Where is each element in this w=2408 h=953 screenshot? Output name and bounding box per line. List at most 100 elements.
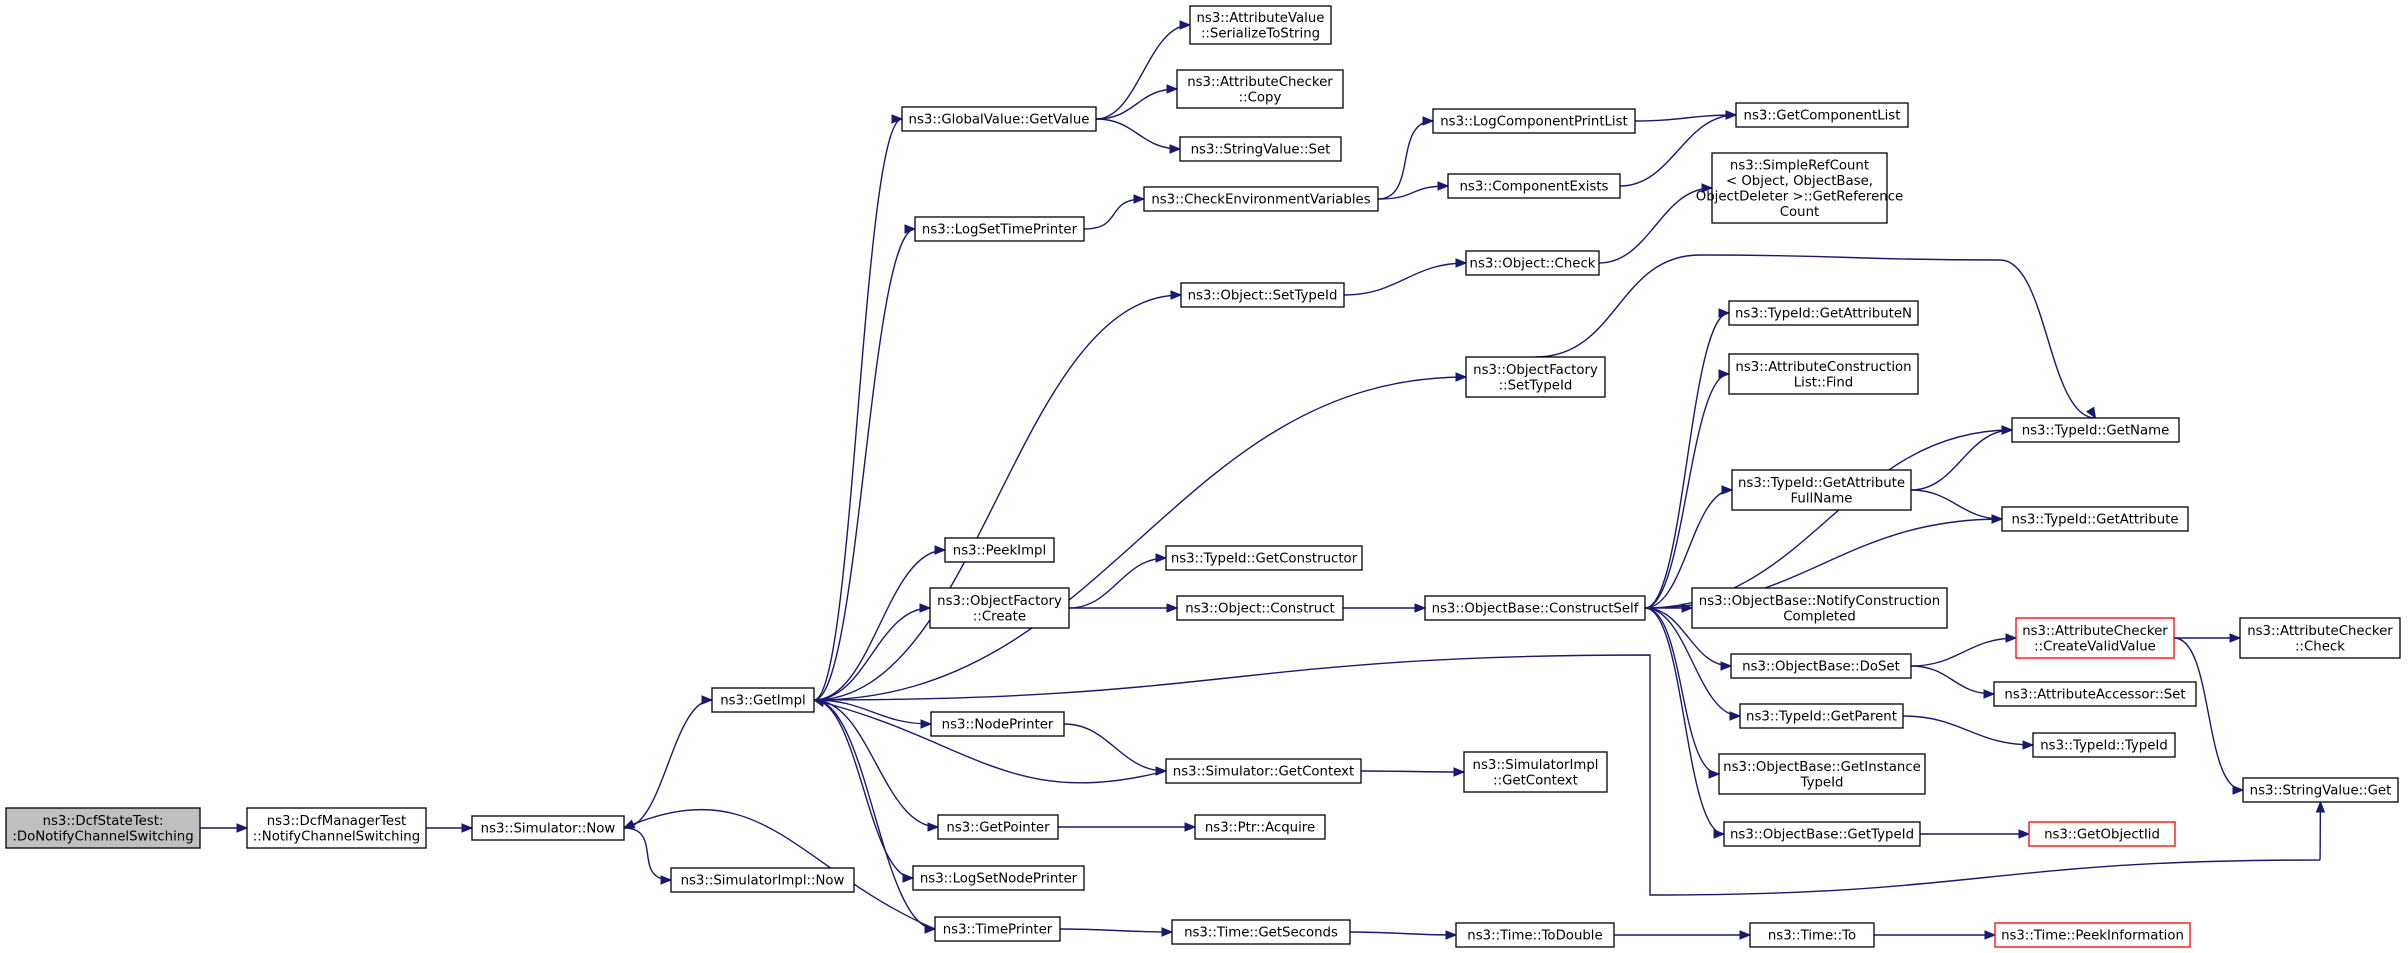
node-box[interactable]: [1432, 108, 1636, 134]
node-box[interactable]: [1994, 922, 2191, 948]
node-typeid-getname[interactable]: ns3::TypeId::GetName: [2011, 417, 2180, 443]
node-box[interactable]: [944, 537, 1055, 563]
node-object-settypeid[interactable]: ns3::Object::SetTypeId: [1180, 282, 1345, 308]
node-box[interactable]: [1465, 250, 1600, 276]
node-box[interactable]: [914, 216, 1085, 242]
node-box[interactable]: [934, 916, 1061, 942]
node-attributechecker-createvalidvalue[interactable]: ns3::AttributeChecker::CreateValidValue: [2015, 617, 2175, 659]
node-attributevalue-serialize[interactable]: ns3::AttributeValue::SerializeToString: [1189, 5, 1332, 45]
node-box[interactable]: [937, 814, 1059, 840]
node-getobjectiid[interactable]: ns3::GetObjectIid: [2028, 821, 2176, 847]
node-box[interactable]: [930, 711, 1065, 737]
node-box[interactable]: [471, 815, 625, 841]
node-timeprinter[interactable]: ns3::TimePrinter: [934, 916, 1061, 942]
node-typeid-getparent[interactable]: ns3::TypeId::GetParent: [1739, 703, 1904, 729]
node-box[interactable]: [1180, 282, 1345, 308]
node-box[interactable]: [1993, 681, 2197, 707]
node-box[interactable]: [1176, 69, 1344, 109]
node-simulator-now[interactable]: ns3::Simulator::Now: [471, 815, 625, 841]
node-attributechecker-copy[interactable]: ns3::AttributeChecker::Copy: [1176, 69, 1344, 109]
node-box[interactable]: [929, 587, 1070, 629]
node-box[interactable]: [1189, 5, 1332, 45]
node-time-todouble[interactable]: ns3::Time::ToDouble: [1455, 922, 1615, 948]
node-box[interactable]: [670, 867, 855, 893]
node-box[interactable]: [2032, 732, 2176, 758]
node-attributechecker-check[interactable]: ns3::AttributeChecker::Check: [2239, 617, 2401, 659]
node-stringvalue-get[interactable]: ns3::StringValue::Get: [2242, 777, 2399, 803]
node-box[interactable]: [2011, 417, 2180, 443]
node-logcomponentprintlist[interactable]: ns3::LogComponentPrintList: [1432, 108, 1636, 134]
node-box[interactable]: [1739, 703, 1904, 729]
node-box[interactable]: [901, 106, 1097, 132]
node-typeid-getconstructor[interactable]: ns3::TypeId::GetConstructor: [1165, 545, 1363, 571]
node-object-construct[interactable]: ns3::Object::Construct: [1176, 595, 1344, 621]
node-ptr-acquire[interactable]: ns3::Ptr::Acquire: [1194, 814, 1326, 840]
node-object-check[interactable]: ns3::Object::Check: [1465, 250, 1600, 276]
node-checkenvvars[interactable]: ns3::CheckEnvironmentVariables: [1143, 186, 1379, 212]
node-box[interactable]: [1165, 545, 1363, 571]
node-objectfactory-settypeid[interactable]: ns3::ObjectFactory::SetTypeId: [1465, 356, 1606, 398]
node-objectbase-constructself[interactable]: ns3::ObjectBase::ConstructSelf: [1424, 595, 1646, 621]
node-box[interactable]: [912, 865, 1085, 891]
node-box[interactable]: [1465, 356, 1606, 398]
node-box[interactable]: [1424, 595, 1646, 621]
node-box[interactable]: [1718, 753, 1926, 795]
node-box[interactable]: [2001, 506, 2189, 532]
node-box[interactable]: [1728, 300, 1919, 326]
node-objectbase-gettypeid[interactable]: ns3::ObjectBase::GetTypeId: [1723, 821, 1921, 847]
node-box[interactable]: [1455, 922, 1615, 948]
node-box[interactable]: [1463, 751, 1608, 793]
node-box[interactable]: [1194, 814, 1326, 840]
node-box[interactable]: [1165, 758, 1362, 784]
node-logsetnodeprinter[interactable]: ns3::LogSetNodePrinter: [912, 865, 1085, 891]
node-simplerefcount[interactable]: ns3::SimpleRefCount< Object, ObjectBase,…: [1696, 152, 1903, 224]
node-typeid-getattribute[interactable]: ns3::TypeId::GetAttribute: [2001, 506, 2189, 532]
node-typeid-typeid[interactable]: ns3::TypeId::TypeId: [2032, 732, 2176, 758]
node-getpointer[interactable]: ns3::GetPointer: [937, 814, 1059, 840]
node-box[interactable]: [246, 807, 427, 849]
node-box[interactable]: [1691, 587, 1948, 629]
node-box[interactable]: [2242, 777, 2399, 803]
node-box[interactable]: [1143, 186, 1379, 212]
node-peekimpl[interactable]: ns3::PeekImpl: [944, 537, 1055, 563]
node-box[interactable]: [1730, 653, 1912, 679]
node-objectfactory-create[interactable]: ns3::ObjectFactory::Create: [929, 587, 1070, 629]
node-box[interactable]: [1723, 821, 1921, 847]
node-getimpl[interactable]: ns3::GetImpl: [711, 687, 815, 713]
node-box[interactable]: [711, 687, 815, 713]
node-dcfstatetest[interactable]: ns3::DcfStateTest::DoNotifyChannelSwitch…: [5, 807, 201, 849]
node-box[interactable]: [1749, 922, 1875, 948]
node-logsettimeprinter[interactable]: ns3::LogSetTimePrinter: [914, 216, 1085, 242]
node-attributeaccessor-set[interactable]: ns3::AttributeAccessor::Set: [1993, 681, 2197, 707]
node-typeid-getattributen[interactable]: ns3::TypeId::GetAttributeN: [1728, 300, 1919, 326]
node-box[interactable]: [5, 807, 201, 849]
node-box[interactable]: [1711, 152, 1888, 224]
node-componentexists[interactable]: ns3::ComponentExists: [1447, 173, 1621, 199]
node-objectbase-doset[interactable]: ns3::ObjectBase::DoSet: [1730, 653, 1912, 679]
node-simulatorimpl-now[interactable]: ns3::SimulatorImpl::Now: [670, 867, 855, 893]
node-box[interactable]: [1735, 102, 1909, 128]
node-box[interactable]: [2239, 617, 2401, 659]
node-objectbase-notifyconstructioncompleted[interactable]: ns3::ObjectBase::NotifyConstructionCompl…: [1691, 587, 1948, 629]
node-simulatorimpl-getcontext[interactable]: ns3::SimulatorImpl::GetContext: [1463, 751, 1608, 793]
node-box[interactable]: [2015, 617, 2175, 659]
node-simulator-getcontext[interactable]: ns3::Simulator::GetContext: [1165, 758, 1362, 784]
node-nodeprinter[interactable]: ns3::NodePrinter: [930, 711, 1065, 737]
node-stringvalue-set[interactable]: ns3::StringValue::Set: [1179, 136, 1342, 162]
node-time-getseconds[interactable]: ns3::Time::GetSeconds: [1171, 919, 1351, 945]
node-getcomponentlist[interactable]: ns3::GetComponentList: [1735, 102, 1909, 128]
node-box[interactable]: [1731, 469, 1912, 511]
node-box[interactable]: [1728, 353, 1919, 395]
node-box[interactable]: [1447, 173, 1621, 199]
node-box[interactable]: [1176, 595, 1344, 621]
node-globalvalue-getvalue[interactable]: ns3::GlobalValue::GetValue: [901, 106, 1097, 132]
node-box[interactable]: [1171, 919, 1351, 945]
node-box[interactable]: [1179, 136, 1342, 162]
node-dcfmanagertest[interactable]: ns3::DcfManagerTest::NotifyChannelSwitch…: [246, 807, 427, 849]
node-time-peekinformation[interactable]: ns3::Time::PeekInformation: [1994, 922, 2191, 948]
node-box[interactable]: [2028, 821, 2176, 847]
node-time-to[interactable]: ns3::Time::To: [1749, 922, 1875, 948]
